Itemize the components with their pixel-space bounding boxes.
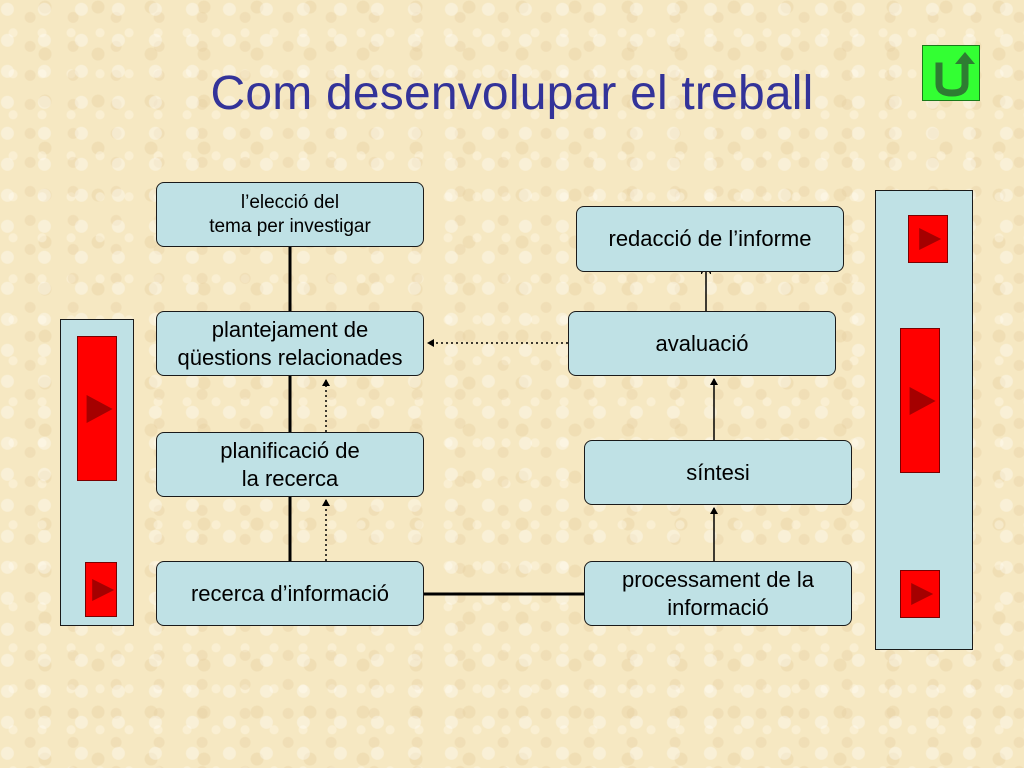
box-planificacio-recerca-line1: planificació de	[220, 438, 360, 463]
play-triangle-icon	[909, 386, 936, 415]
box-processament-informacio-line2: informació	[667, 594, 769, 620]
right-nav-panel	[875, 190, 973, 650]
box-avaluacio: avaluació	[568, 311, 836, 376]
box-plantejament-questions-line2: qüestions relacionades	[177, 344, 403, 370]
box-redaccio-informe-line1: redacció de l’informe	[608, 226, 812, 252]
box-eleccio-tema: l’elecció del tema per investigar	[156, 182, 424, 247]
box-planificacio-recerca: planificació de la recerca	[156, 432, 424, 497]
box-plantejament-questions-line1: plantejament de	[211, 317, 369, 342]
play-triangle-icon	[92, 578, 115, 601]
box-sintesi-line1: síntesi	[686, 459, 750, 485]
right-nav-bottom-button[interactable]	[900, 570, 940, 618]
return-button[interactable]	[922, 45, 980, 101]
box-recerca-informacio-line1: recerca d’informació	[190, 580, 390, 606]
right-nav-top-button[interactable]	[908, 215, 948, 263]
slide-title: Com desenvolupar el treball	[210, 67, 814, 120]
left-nav-large-button[interactable]	[77, 336, 117, 481]
box-recerca-informacio: recerca d’informació	[156, 561, 424, 626]
play-triangle-icon	[919, 228, 942, 250]
box-eleccio-tema-line2: tema per investigar	[209, 215, 371, 237]
left-nav-small-button[interactable]	[85, 562, 117, 617]
play-triangle-icon	[911, 583, 934, 605]
left-nav-panel	[60, 319, 134, 626]
u-turn-arrow-icon	[935, 52, 975, 97]
box-redaccio-informe: redacció de l’informe	[576, 206, 844, 272]
box-avaluacio-line1: avaluació	[655, 330, 749, 356]
right-nav-middle-button[interactable]	[900, 328, 940, 473]
box-sintesi: síntesi	[584, 440, 852, 505]
box-planificacio-recerca-line2: la recerca	[241, 465, 339, 491]
play-triangle-icon	[86, 394, 113, 423]
box-processament-informacio-line1: processament de la	[622, 567, 814, 592]
box-eleccio-tema-line1: l’elecció del	[240, 191, 340, 213]
box-processament-informacio: processament de la informació	[584, 561, 852, 626]
box-plantejament-questions: plantejament de qüestions relacionades	[156, 311, 424, 376]
